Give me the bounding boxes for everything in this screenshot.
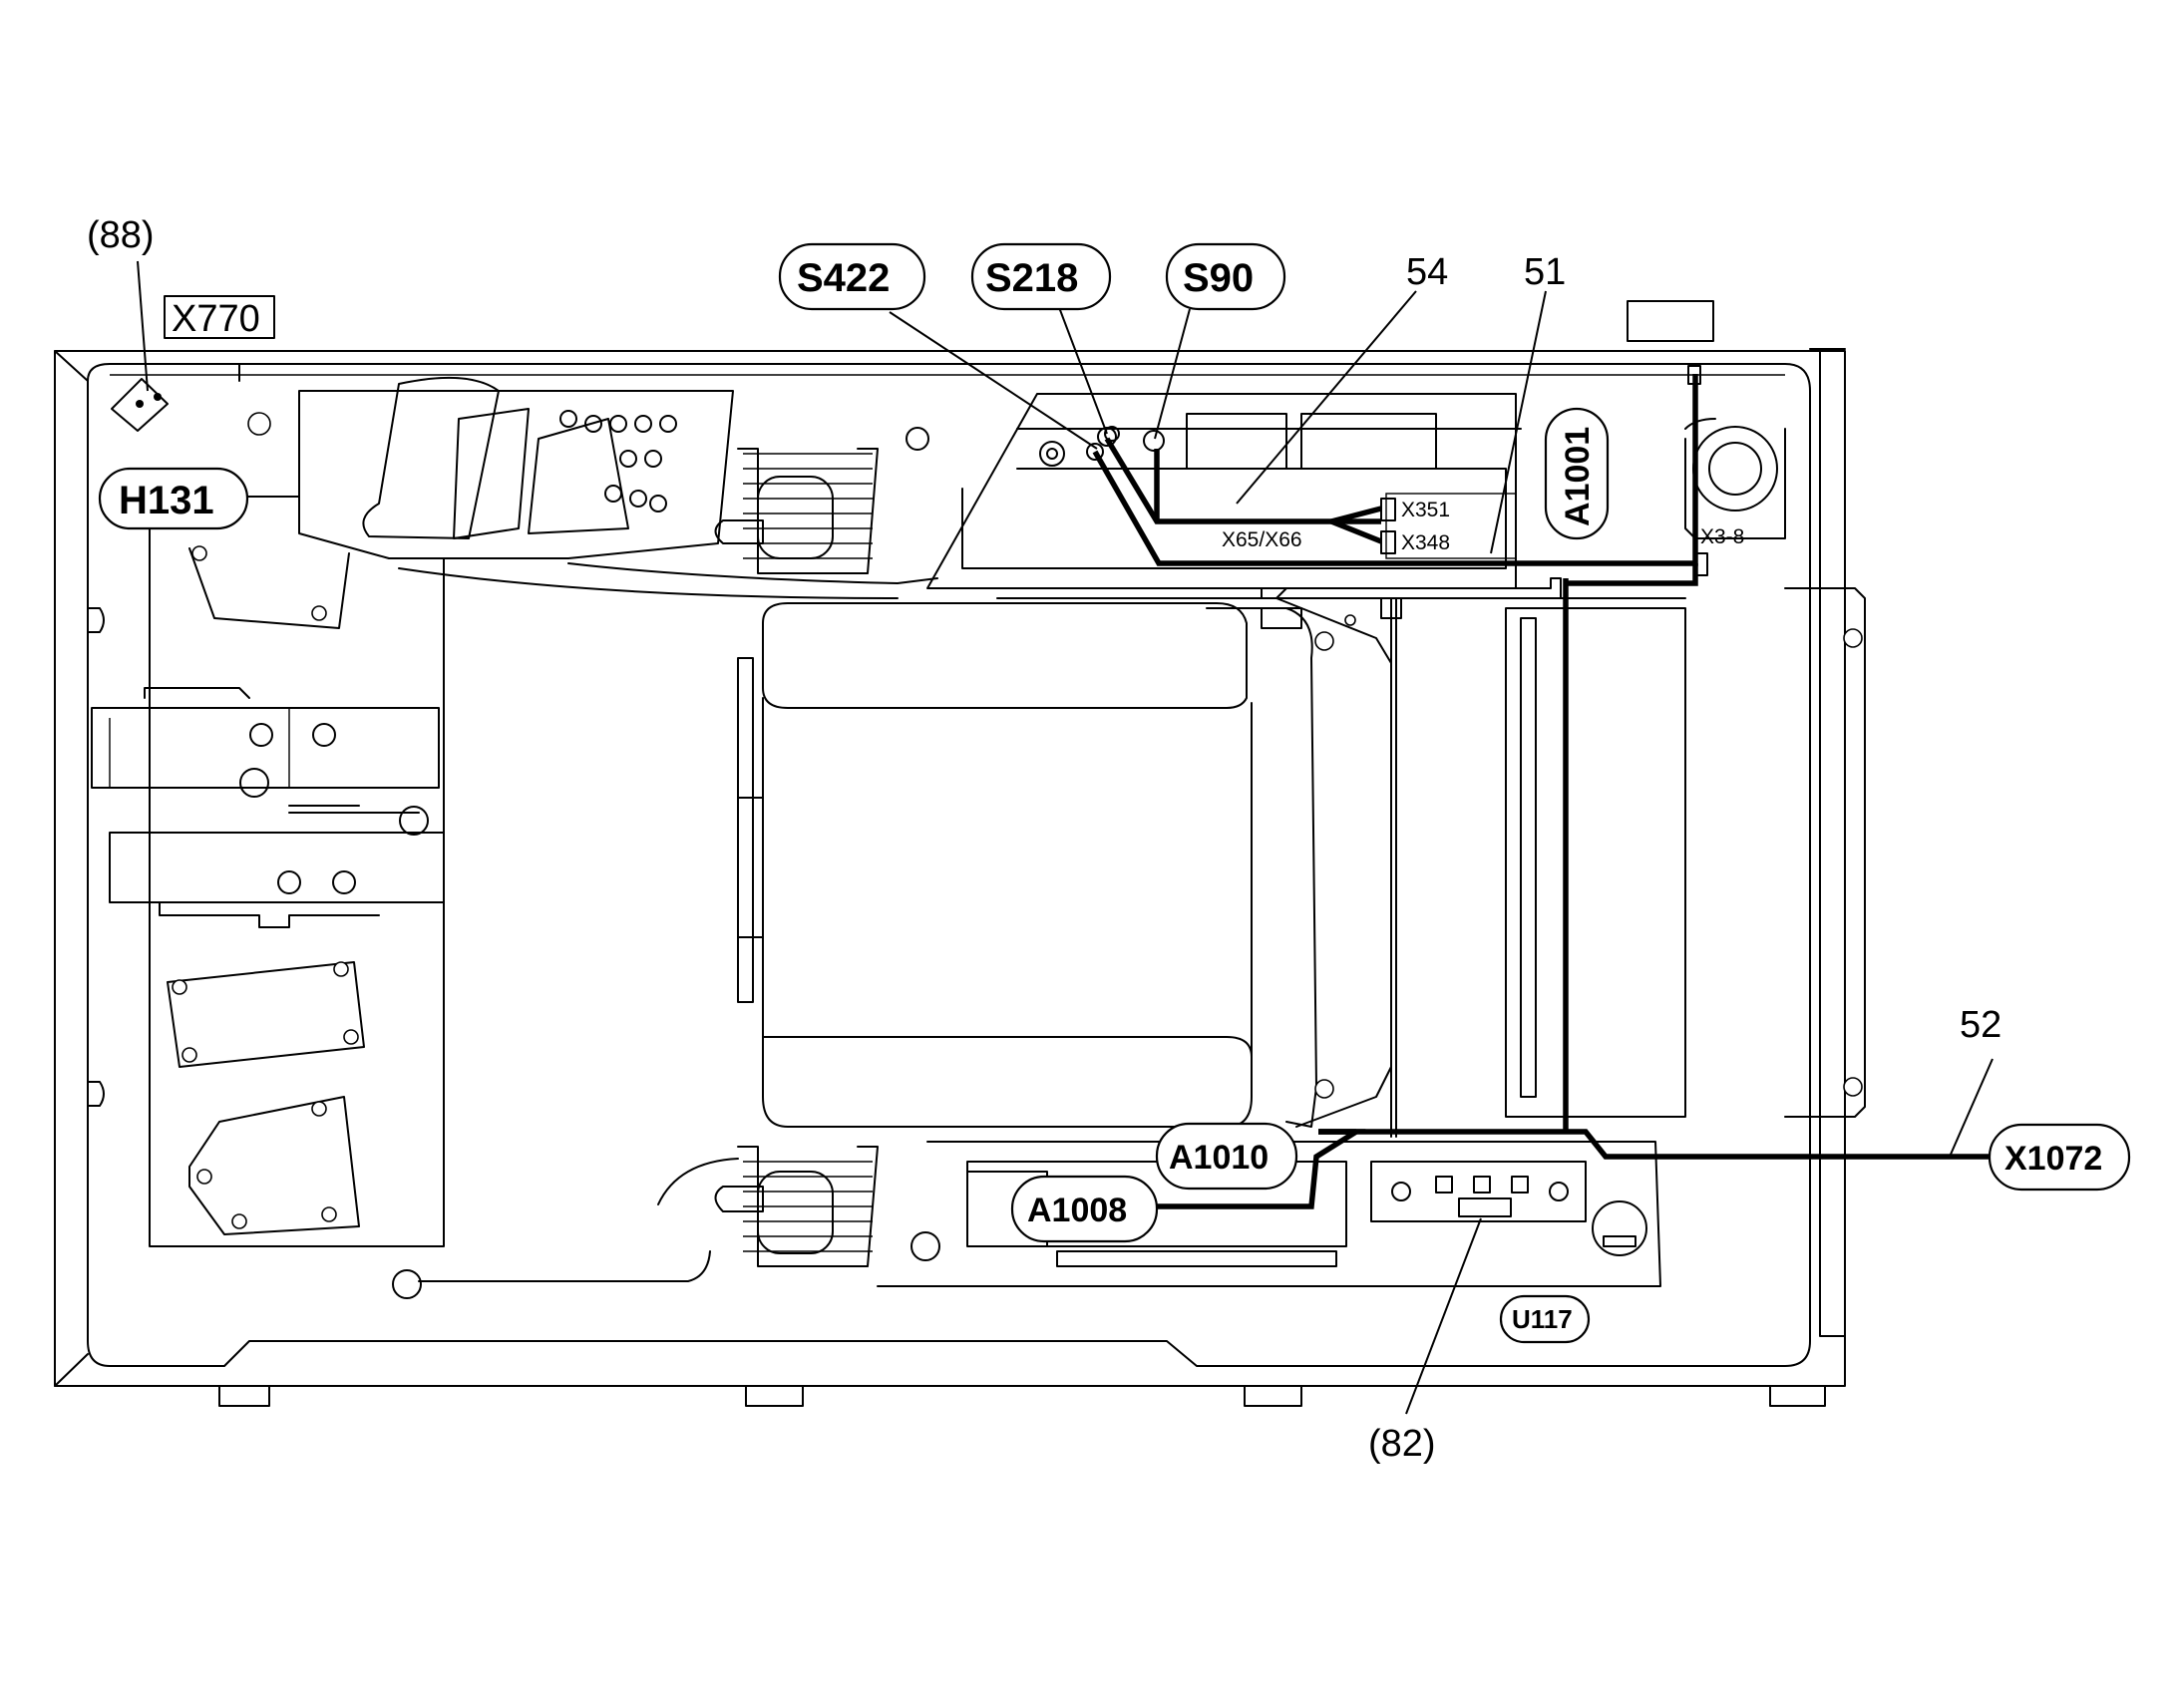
console-knobs [559, 410, 677, 512]
labels: (88) X770 H131 S422 S218 S90 54 51 A1001… [87, 214, 2131, 1465]
component-88-icon [111, 378, 169, 432]
seat [737, 587, 1392, 1138]
switch-icons [1086, 427, 1165, 461]
s218-pill: S218 [970, 242, 1112, 311]
callout-88: (88) [87, 214, 155, 256]
x1072-pill: X1072 [1988, 1123, 2131, 1192]
label-51: 51 [1524, 251, 1566, 293]
x351-label: X351 [1401, 499, 1450, 521]
s422-pill: S422 [778, 242, 926, 311]
x770-label: X770 [172, 298, 260, 340]
x770-tag: X770 [164, 295, 275, 340]
connectors-x351-x348 [1380, 365, 1708, 576]
x65-x66-label: X65/X66 [1222, 528, 1302, 551]
leader-lines [137, 260, 1994, 1415]
a1010-label: A1010 [1169, 1139, 1269, 1177]
left-floor-area [91, 412, 445, 1247]
top-joystick [714, 448, 879, 574]
a1008-pill: A1008 [1010, 1175, 1159, 1243]
x348-label: X348 [1401, 531, 1450, 554]
cab-outline [54, 300, 1866, 1407]
x1072-label: X1072 [2004, 1140, 2102, 1178]
h131-label: H131 [119, 479, 214, 522]
left-console [298, 376, 938, 599]
u117-label: U117 [1512, 1304, 1573, 1334]
right-panel [1395, 597, 1686, 1138]
s90-pill: S90 [1165, 242, 1286, 311]
s90-label: S90 [1183, 256, 1254, 300]
a1008-label: A1008 [1027, 1192, 1127, 1229]
bottom-joystick [392, 1146, 879, 1299]
s422-label: S422 [797, 256, 890, 300]
a1001-label: A1001 [1559, 427, 1597, 526]
callout-82: (82) [1368, 1423, 1436, 1465]
s218-label: S218 [985, 256, 1078, 300]
x3-8-label: X3-8 [1700, 525, 1744, 548]
label-54: 54 [1406, 251, 1448, 293]
label-52: 52 [1960, 1004, 2001, 1046]
h131-pill: H131 [98, 467, 249, 530]
a1010-pill: A1010 [1155, 1122, 1298, 1191]
a1001-pill: A1001 [1544, 407, 1610, 540]
u117-pill: U117 [1499, 1294, 1591, 1344]
